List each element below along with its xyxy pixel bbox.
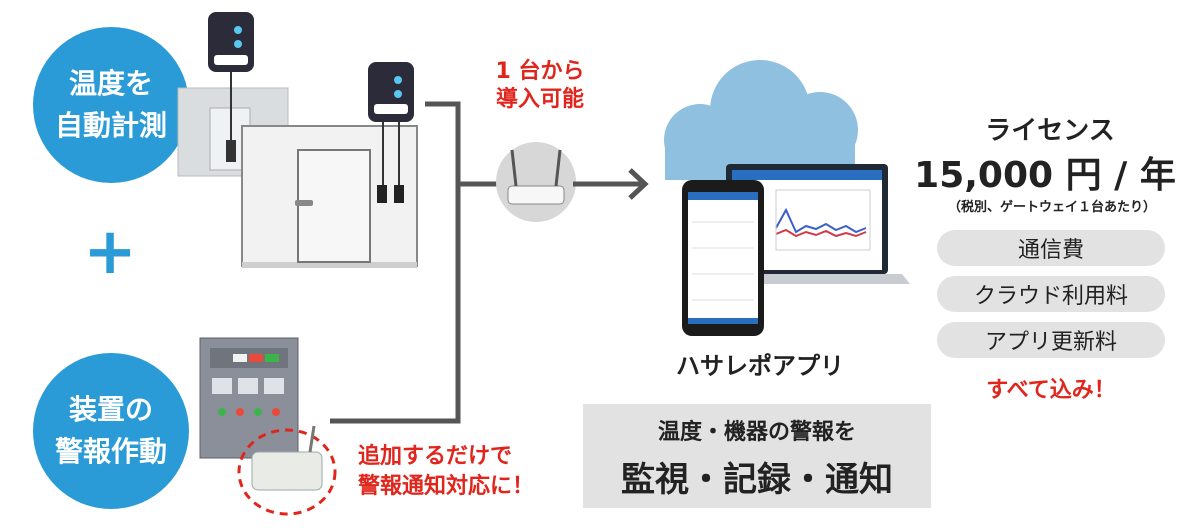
license-title: ライセンス <box>985 116 1115 146</box>
one-unit-note: 1 台から 導入可能 <box>470 58 610 114</box>
temperature-measure-circle: 温度を 自動計測 <box>33 27 189 183</box>
router-circle <box>496 142 576 222</box>
license-note: （税別、ゲートウェイ１台あたり） <box>947 200 1156 215</box>
add-device-note-line2: 警報通知対応に！ <box>358 474 535 499</box>
license-item-communication: 通信費 <box>937 230 1165 266</box>
add-device-note-line1: 追加するだけで <box>358 444 513 469</box>
router-icon <box>507 185 565 205</box>
license-item-cloud: クラウド利用料 <box>937 276 1165 312</box>
app-name: ハサレポアプリ <box>676 352 844 380</box>
laptop-chart-line-red <box>775 228 867 238</box>
license-price: 15,000 円 / 年 <box>914 155 1176 196</box>
cloud-icon <box>664 60 858 180</box>
alarm-gateway-device <box>251 451 323 491</box>
plus-sign: + <box>83 215 137 289</box>
connector-lower <box>330 184 461 424</box>
all-included-note: すべて込み！ <box>986 378 1116 403</box>
one-unit-note-line2: 導入可能 <box>495 87 584 112</box>
feature-box-line2: 監視・記録・通知 <box>621 460 893 500</box>
feature-box: 温度・機器の警報を 監視・記録・通知 <box>583 404 931 508</box>
connector-upper <box>425 101 461 184</box>
one-unit-note-line1: 1 台から <box>495 59 585 84</box>
alarm-trigger-circle: 装置の 警報作動 <box>33 353 189 509</box>
license-item-app-update: アプリ更新料 <box>937 322 1165 358</box>
arrow-to-cloud <box>628 168 649 200</box>
add-device-note: 追加するだけで 警報通知対応に！ <box>358 442 534 502</box>
laptop-chart-line-blue <box>775 207 867 234</box>
added-device-highlight <box>237 428 337 516</box>
feature-box-line1: 温度・機器の警報を <box>657 420 856 445</box>
